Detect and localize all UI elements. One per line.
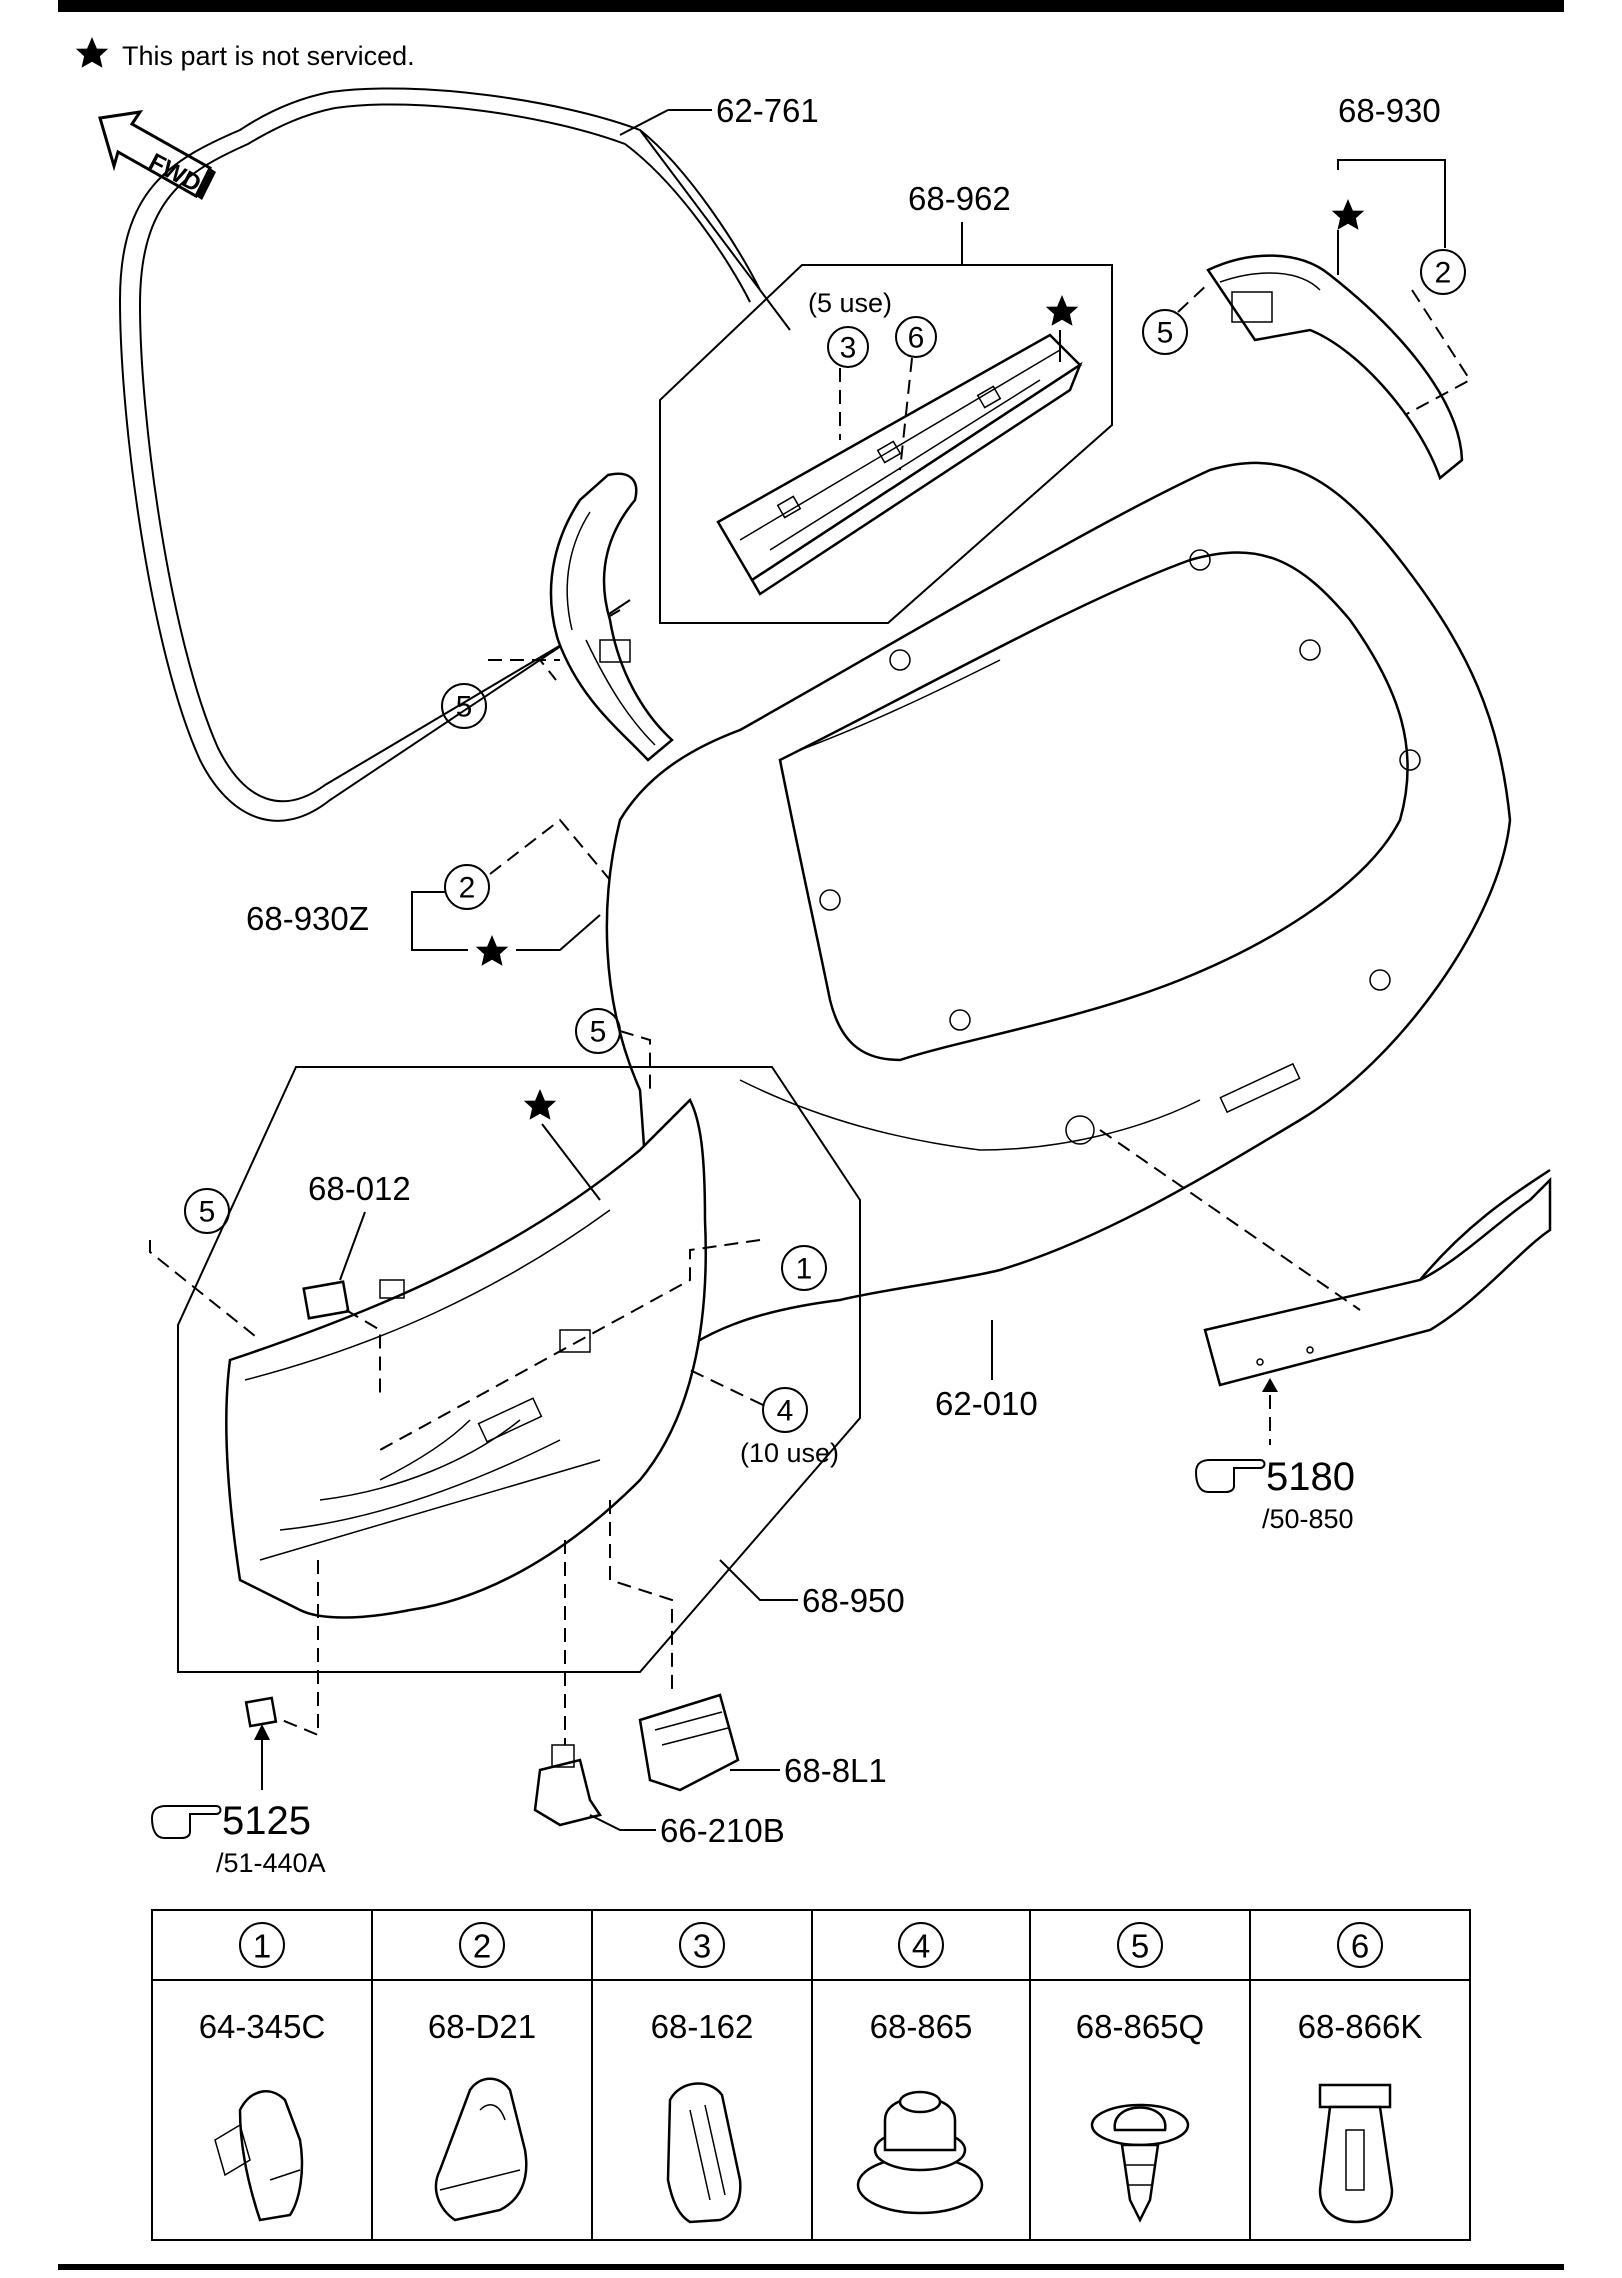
- uses-label-3: (5 use): [808, 288, 892, 318]
- table-part-number: 68-865Q: [1076, 2008, 1204, 2045]
- pointing-hand-icon: [150, 1805, 222, 1839]
- bottom-rule: [58, 2264, 1564, 2270]
- leader-62-761: [619, 109, 669, 136]
- callout-5-left: 5: [456, 691, 473, 724]
- clip-table: [151, 1909, 1471, 2241]
- label-68-962: 68-962: [908, 180, 1011, 217]
- liner-part: [225, 1097, 707, 1619]
- table-callout-circle: [898, 1922, 944, 1968]
- garnish-lower-part: [1203, 1168, 1552, 1387]
- table-callout-5: 5: [1131, 1928, 1149, 1965]
- trim-right-part: [1206, 254, 1464, 481]
- handle-cup-part: [638, 1693, 740, 1792]
- switch-part: [533, 1744, 603, 1827]
- callout-5-right: 5: [1157, 317, 1174, 350]
- liner-box: [177, 1066, 861, 1673]
- clip-68-866K-icon: [1318, 2083, 1394, 2224]
- table-callout-2: 2: [473, 1928, 491, 1965]
- star-icon: [475, 935, 509, 966]
- label-66-210B: 66-210B: [660, 1812, 785, 1849]
- table-callout-circle: [1337, 1922, 1383, 1968]
- ref-5180: 5180: [1266, 1455, 1355, 1499]
- table-part-number: 68-D21: [428, 2008, 536, 2045]
- callout-3: 3: [840, 332, 857, 365]
- pad-part: [302, 1280, 350, 1320]
- star-icon: [1045, 295, 1079, 326]
- label-68-012: 68-012: [308, 1170, 411, 1207]
- trim-left-part: [549, 472, 674, 762]
- uses-label-4: (10 use): [740, 1438, 839, 1468]
- leader-68-950: [719, 1559, 798, 1601]
- table-callout-3: 3: [693, 1928, 711, 1965]
- small-clip-part: [244, 1696, 278, 1728]
- pointing-hand-icon: [1194, 1459, 1266, 1493]
- table-part-number: 68-865: [870, 2008, 973, 2045]
- label-68-930Z: 68-930Z: [246, 900, 369, 937]
- ref-5180-sub: /50-850: [1262, 1504, 1354, 1534]
- callout-5-liner-top: 5: [590, 1016, 607, 1049]
- label-68-8L1: 68-8L1: [784, 1752, 887, 1789]
- callout-2-right: 2: [1435, 257, 1452, 290]
- garnish-upper-box: [659, 264, 1113, 624]
- table-callout-6: 6: [1351, 1928, 1369, 1965]
- table-callout-circle: [459, 1922, 505, 1968]
- clip-64-345C-icon: [214, 2090, 304, 2222]
- clip-68-162-icon: [666, 2082, 742, 2224]
- table-callout-4: 4: [912, 1928, 930, 1965]
- ref-5125: 5125: [222, 1799, 311, 1843]
- clip-68-865Q-icon: [1090, 2103, 1190, 2223]
- fwd-arrow-icon: FWD: [98, 110, 216, 200]
- label-62-010: 62-010: [935, 1385, 1038, 1422]
- top-rule: [58, 0, 1564, 12]
- star-icon: [523, 1089, 557, 1120]
- table-callout-1: 1: [253, 1928, 271, 1965]
- table-part-number: 64-345C: [199, 2008, 326, 2045]
- clip-68-D21-icon: [434, 2077, 528, 2222]
- label-68-950: 68-950: [802, 1582, 905, 1619]
- note-text: This part is not serviced.: [122, 41, 415, 71]
- label-68-930: 68-930: [1338, 92, 1441, 129]
- table-part-number: 68-866K: [1298, 2008, 1423, 2045]
- table-callout-circle: [239, 1922, 285, 1968]
- weatherstrip-part: [118, 87, 791, 822]
- table-callout-circle: [1117, 1922, 1163, 1968]
- callout-2-left: 2: [459, 872, 476, 905]
- star-icon: [75, 37, 109, 68]
- ref-5125-sub: /51-440A: [216, 1848, 326, 1878]
- clip-68-865-icon: [856, 2090, 984, 2215]
- table-callout-circle: [679, 1922, 725, 1968]
- callout-5-liner-left: 5: [199, 1196, 216, 1229]
- table-part-number: 68-162: [651, 2008, 754, 2045]
- star-icon: [1331, 199, 1365, 230]
- garnish-upper-part: [716, 333, 1083, 596]
- callout-4: 4: [777, 1395, 794, 1428]
- callout-6: 6: [908, 322, 925, 355]
- callout-1: 1: [796, 1253, 813, 1286]
- label-62-761: 62-761: [716, 92, 819, 129]
- liftgate-part: [605, 461, 1512, 1373]
